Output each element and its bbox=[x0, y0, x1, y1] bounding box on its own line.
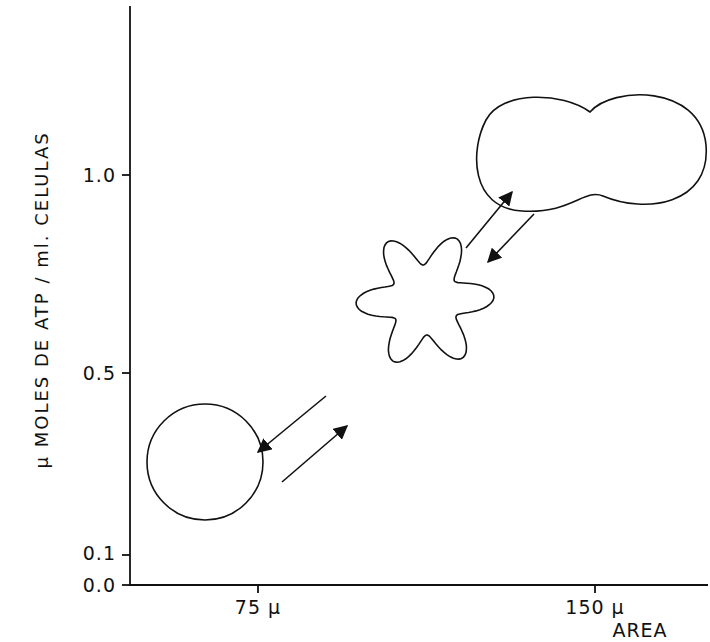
tick-label: 0.5 bbox=[83, 363, 116, 384]
axis-title: AREA bbox=[612, 620, 667, 641]
tick-label: 150 µ bbox=[565, 597, 624, 618]
tick-label: 0.0 bbox=[83, 575, 116, 596]
echinocyte-cell bbox=[356, 238, 494, 362]
tick-label: 1.0 bbox=[83, 165, 116, 186]
tick bbox=[122, 174, 130, 176]
tick-label: 75 µ bbox=[235, 597, 281, 618]
y-axis bbox=[129, 6, 131, 586]
tick bbox=[594, 585, 596, 593]
tick bbox=[122, 372, 130, 374]
tick bbox=[122, 554, 130, 556]
tick bbox=[122, 584, 130, 586]
spherocyte-cell bbox=[147, 404, 263, 520]
arrow bbox=[488, 214, 534, 262]
arrow bbox=[466, 192, 512, 248]
arrow bbox=[282, 426, 347, 482]
tick bbox=[257, 585, 259, 593]
arrow bbox=[258, 396, 326, 452]
tick-label: 0.1 bbox=[83, 543, 116, 564]
x-axis bbox=[129, 584, 708, 586]
axis-title: µ MOLES DE ATP / ml. CELULAS bbox=[32, 131, 52, 468]
